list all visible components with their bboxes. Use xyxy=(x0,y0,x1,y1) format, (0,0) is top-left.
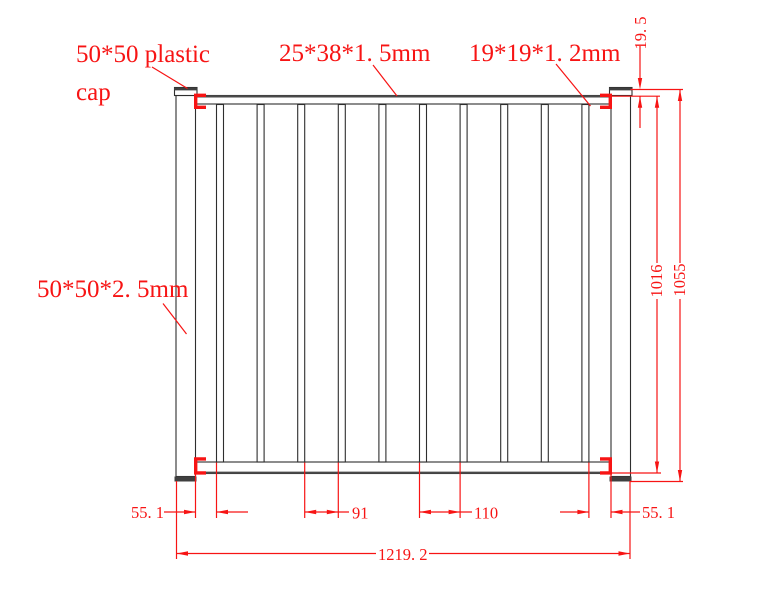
picket xyxy=(337,103,346,463)
label-post-size: 50*50*2. 5mm xyxy=(37,276,189,303)
dim-picket-gap: 91 xyxy=(352,504,369,523)
arrowhead-right xyxy=(184,509,196,515)
leader-post xyxy=(162,303,187,335)
arrowhead-left xyxy=(216,509,228,515)
dim-left-end-gap: 55. 1 xyxy=(131,503,164,522)
dim-picket-pitch: 110 xyxy=(474,504,498,523)
label-plastic-cap-line2: cap xyxy=(76,79,111,106)
arrowhead-down xyxy=(637,78,643,90)
dim-inner-height: 1016 xyxy=(647,265,666,298)
rail-bracket-top-right xyxy=(600,93,612,109)
picket xyxy=(215,103,225,463)
picket xyxy=(581,103,590,463)
picket xyxy=(500,103,509,463)
leader-top-rail xyxy=(372,64,398,97)
leader-lines xyxy=(151,63,591,335)
picket xyxy=(418,103,428,463)
arrowhead-left xyxy=(611,509,623,515)
leader-picket xyxy=(555,63,591,107)
rail-bracket-top-left xyxy=(194,93,206,109)
leader-plastic-cap xyxy=(151,66,188,90)
label-picket-size: 19*19*1. 2mm xyxy=(469,40,621,67)
label-top-rail-size: 25*38*1. 5mm xyxy=(279,40,431,67)
arrowhead-right xyxy=(326,509,339,515)
arrowhead-up xyxy=(654,96,660,108)
rail-bracket-bottom-right xyxy=(600,457,612,475)
horizontal-dimensions xyxy=(164,462,640,559)
left-post-base xyxy=(174,476,197,482)
dim-overall-height: 1055 xyxy=(670,264,689,297)
arrowhead-left xyxy=(419,509,431,515)
dim-right-end-gap: 55. 1 xyxy=(642,503,675,522)
arrowhead-up xyxy=(677,89,683,101)
arrowhead-down xyxy=(677,470,683,482)
arrowhead-right xyxy=(577,509,589,515)
arrowhead-right xyxy=(448,509,461,515)
arrowhead-up xyxy=(637,96,643,108)
rail-bracket-bottom-left xyxy=(194,457,206,475)
picket xyxy=(378,103,387,463)
picket xyxy=(540,103,549,463)
arrowhead-left xyxy=(304,509,317,515)
label-plastic-cap-line1: 50*50 plastic xyxy=(76,41,210,68)
fence-structure xyxy=(173,86,633,482)
right-post xyxy=(610,94,632,478)
arrowhead-left xyxy=(176,551,188,556)
right-post-base xyxy=(609,476,632,482)
right-post-cap xyxy=(608,86,633,97)
dim-overall-width: 1219. 2 xyxy=(378,545,428,564)
picket xyxy=(256,103,265,463)
picket xyxy=(297,103,306,463)
arrowhead-down xyxy=(654,461,660,473)
arrowhead-right xyxy=(618,551,630,556)
rail-brackets xyxy=(194,93,612,475)
annotations: 50*50 plastic cap 25*38*1. 5mm 19*19*1. … xyxy=(37,17,689,565)
vertical-dimensions xyxy=(603,46,683,483)
picket xyxy=(459,103,468,463)
dim-cap-to-rail: 19. 5 xyxy=(631,17,650,50)
